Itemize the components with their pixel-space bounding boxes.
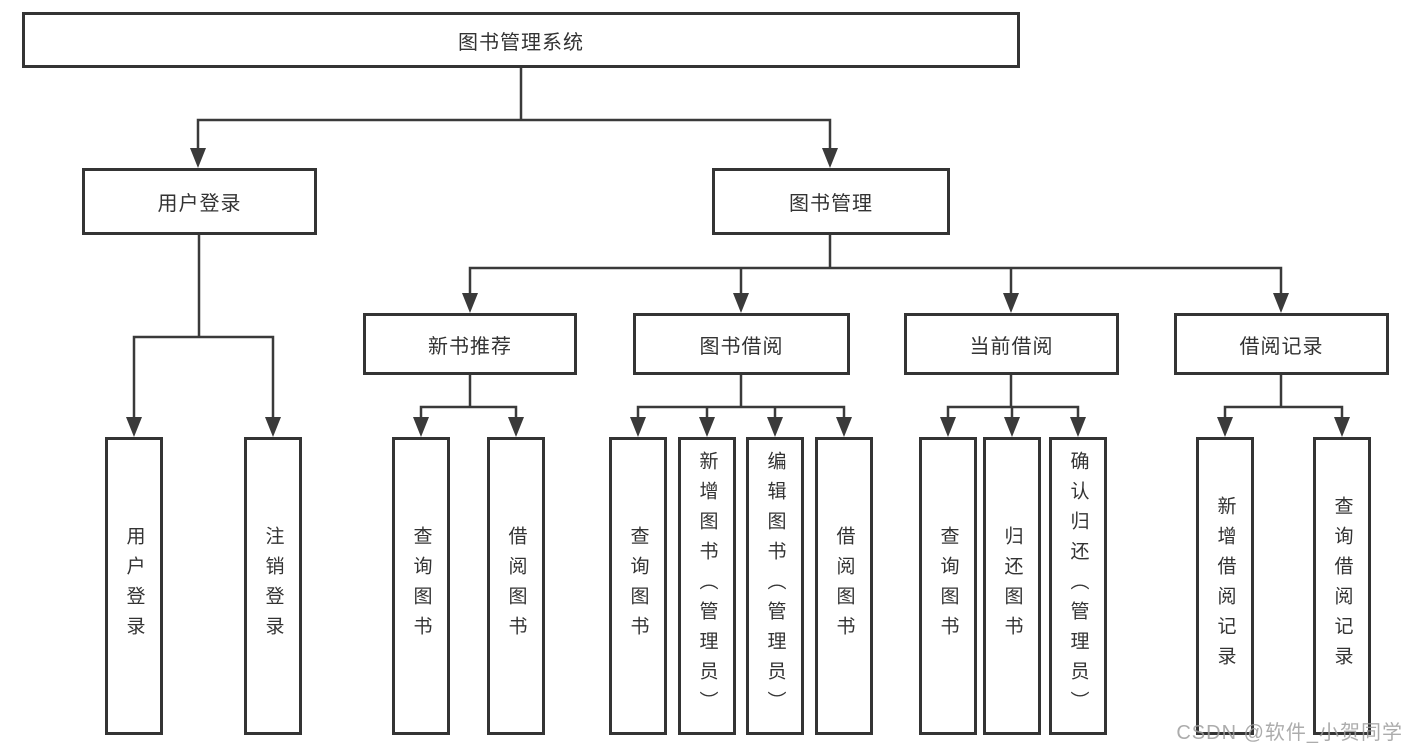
- node-library-management-system: 图书管理系统: [22, 12, 1020, 68]
- arrowheads-level2: [190, 148, 838, 168]
- node-label: 查询借阅记录: [1331, 496, 1353, 676]
- node-leaf-query-borrow-record: 查询借阅记录: [1313, 437, 1371, 735]
- arrowheads-current-borrowing-children: [940, 417, 1086, 437]
- node-label: 用户登录: [157, 193, 242, 215]
- connector-user-login-children: [132, 233, 275, 421]
- connector-root-to-level2: [196, 66, 832, 152]
- node-leaf-user-login: 用户登录: [105, 437, 163, 735]
- node-user-login: 用户登录: [82, 168, 317, 235]
- node-leaf-logout: 注销登录: [244, 437, 302, 735]
- node-label: 新书推荐: [428, 335, 512, 358]
- node-label: 借阅图书: [505, 526, 527, 646]
- arrowheads-level3: [462, 293, 1289, 313]
- node-leaf-return-books: 归还图书: [983, 437, 1041, 735]
- node-leaf-query-books-current: 查询图书: [919, 437, 977, 735]
- node-leaf-add-books-admin: 新增图书（管理员）: [678, 437, 736, 735]
- node-leaf-query-books-borrowing: 查询图书: [609, 437, 667, 735]
- node-label: 查询图书: [410, 526, 432, 646]
- node-label: 借阅图书: [833, 526, 855, 646]
- node-current-borrowing: 当前借阅: [904, 313, 1119, 375]
- node-label: 编辑图书（管理员）: [764, 451, 786, 721]
- node-label: 图书借阅: [699, 335, 784, 358]
- node-label: 查询图书: [627, 526, 649, 646]
- arrowheads-book-borrowing-children: [630, 417, 852, 437]
- node-label: 新增图书（管理员）: [696, 451, 718, 721]
- node-borrowing-records: 借阅记录: [1174, 313, 1389, 375]
- connector-book-management-children: [468, 233, 1283, 297]
- node-label: 归还图书: [1001, 526, 1023, 646]
- connector-borrowing-records-children: [1223, 373, 1344, 421]
- arrowheads-user-login-children: [126, 417, 281, 437]
- node-leaf-confirm-return-admin: 确认归还（管理员）: [1049, 437, 1107, 735]
- node-book-borrowing: 图书借阅: [633, 313, 850, 375]
- node-leaf-edit-books-admin: 编辑图书（管理员）: [746, 437, 804, 735]
- arrowheads-borrowing-records-children: [1217, 417, 1350, 437]
- node-label: 确认归还（管理员）: [1067, 451, 1089, 721]
- node-leaf-query-books-recommend: 查询图书: [392, 437, 450, 735]
- node-label: 图书管理系统: [458, 31, 584, 54]
- node-new-book-recommendation: 新书推荐: [363, 313, 577, 375]
- node-label: 注销登录: [262, 526, 284, 646]
- connector-new-book-children: [419, 373, 518, 421]
- csdn-watermark: CSDN @软件_小贺同学: [1176, 722, 1403, 744]
- node-label: 用户登录: [123, 526, 145, 646]
- node-leaf-add-borrow-record: 新增借阅记录: [1196, 437, 1254, 735]
- node-leaf-borrow-books: 借阅图书: [815, 437, 873, 735]
- node-book-management: 图书管理: [712, 168, 950, 235]
- arrowheads-new-book-children: [413, 417, 524, 437]
- node-label: 图书管理: [789, 193, 873, 215]
- node-label: 查询图书: [937, 526, 959, 646]
- node-label: 新增借阅记录: [1214, 496, 1236, 676]
- node-label: 借阅记录: [1239, 335, 1324, 358]
- connector-book-borrowing-children: [636, 373, 846, 421]
- connector-current-borrowing-children: [946, 373, 1080, 421]
- node-leaf-borrow-books-recommend: 借阅图书: [487, 437, 545, 735]
- node-label: 当前借阅: [969, 335, 1054, 358]
